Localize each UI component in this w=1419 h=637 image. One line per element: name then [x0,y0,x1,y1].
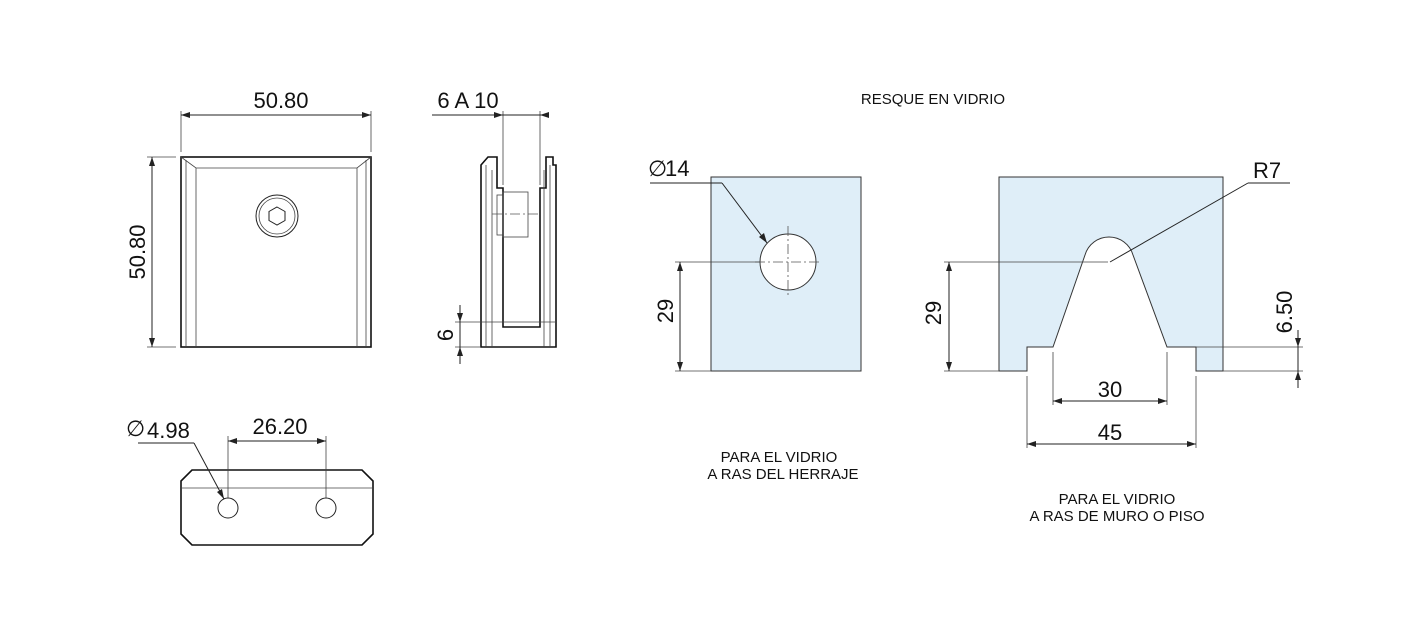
screw-icon [255,194,299,238]
bottom-view: 26.20 ∅ 4.98 [126,414,374,546]
glass-hole-view: ∅ 14 29 PARA EL VIDRIO A RAS DEL HERRAJE [648,156,862,483]
section-title: RESQUE EN VIDRIO [861,91,1005,108]
caption-left-line1: PARA EL VIDRIO [721,449,838,466]
notch-inner-width: 30 [1098,377,1122,402]
front-view: 50.80 50.80 [125,88,372,348]
dim-hole-spacing: 26.20 [252,414,307,439]
glass-hole-diameter: 14 [665,156,689,181]
glass-panel-notch [998,176,1224,372]
glass-hole-height: 29 [653,299,678,323]
mount-hole-left [217,497,239,519]
dim-glass-range: 6 A 10 [437,88,498,113]
bottom-outline [180,469,374,546]
caption-right-line1: PARA EL VIDRIO [1059,491,1176,508]
notch-outer-width: 45 [1098,420,1122,445]
mount-hole-right [315,497,337,519]
side-view: 6 A 10 6 [432,88,557,364]
dim-hole-diameter-symbol: ∅ [126,416,145,441]
dim-hole-diameter: 4.98 [147,418,190,443]
notch-depth: 6.50 [1272,291,1297,334]
glass-hole-diameter-symbol: ∅ [648,156,667,181]
notch-height: 29 [921,301,946,325]
dim-top-width: 50.80 [253,88,308,113]
caption-left-line2: A RAS DEL HERRAJE [707,466,858,483]
dim-side-six: 6 [433,329,458,341]
glass-notch-view: R7 29 6.50 30 45 PARA EL VIDRIO A RAS DE… [921,158,1303,525]
caption-right-line2: A RAS DE MURO O PISO [1029,508,1204,525]
front-outline [180,156,372,348]
dim-left-height: 50.80 [125,224,150,279]
notch-radius: R7 [1253,158,1281,183]
side-outline [480,156,557,348]
